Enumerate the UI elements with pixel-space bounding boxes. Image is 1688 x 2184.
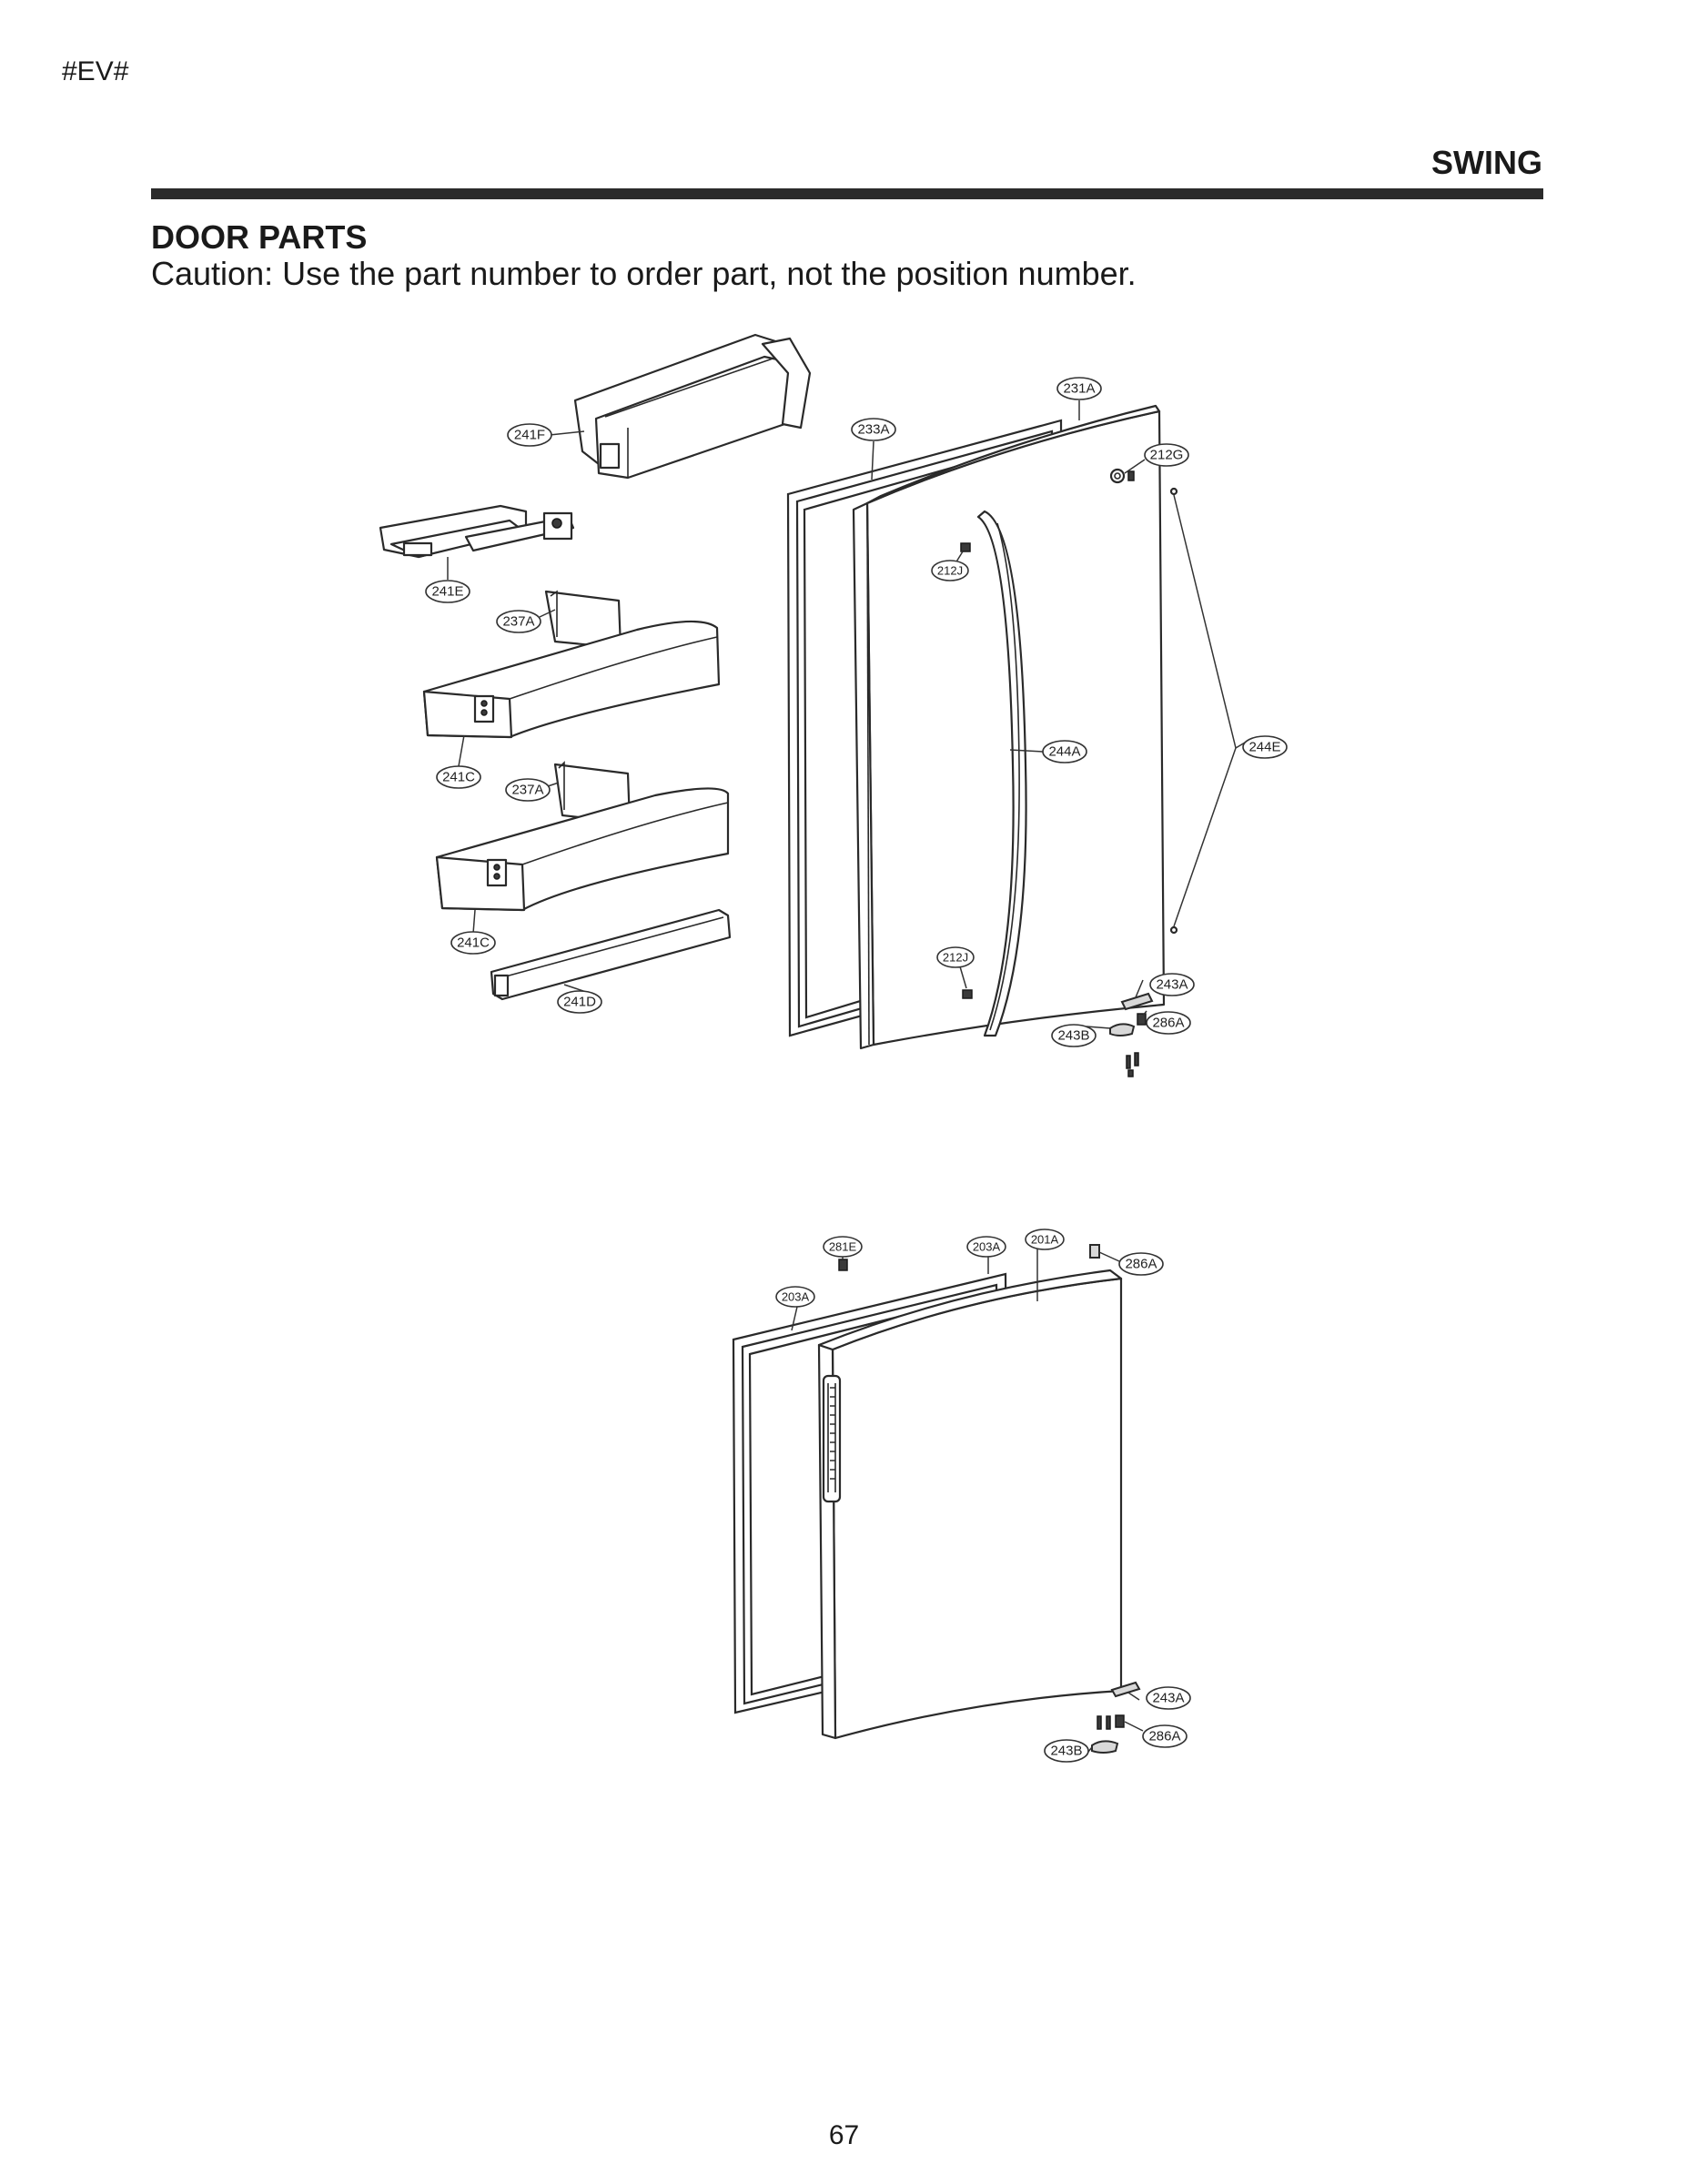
svg-text:212G: 212G	[1150, 448, 1184, 463]
page-number: 67	[828, 2120, 860, 2150]
svg-text:241C: 241C	[442, 770, 475, 785]
svg-text:243A: 243A	[1152, 1691, 1184, 1706]
callout-241F: 241F	[507, 423, 552, 447]
svg-text:243A: 243A	[1156, 977, 1188, 993]
svg-text:237A: 237A	[502, 614, 534, 630]
freezer-door-panel	[817, 1269, 1123, 1740]
callout-212J-bottom: 212J	[936, 946, 975, 968]
door-bin-241F	[573, 333, 812, 480]
door-rail-241D	[490, 908, 732, 1001]
fridge-door-assembly	[379, 333, 1246, 1077]
callout-281E: 281E	[823, 1236, 863, 1258]
svg-text:212J: 212J	[937, 564, 963, 578]
svg-text:212J: 212J	[943, 951, 968, 965]
freezer-leader-lines	[791, 1243, 1144, 1753]
callout-243B-top: 243B	[1051, 1024, 1097, 1047]
callout-233A: 233A	[851, 418, 896, 441]
door-bin-241C-upper	[422, 590, 721, 739]
svg-text:281E: 281E	[829, 1240, 857, 1254]
freezer-small-parts	[838, 1244, 1141, 1754]
callout-201A: 201A	[1025, 1228, 1065, 1250]
section-label: SWING	[1431, 144, 1542, 181]
header-rule	[151, 188, 1543, 199]
callout-244E: 244E	[1242, 735, 1288, 759]
door-wire-244E	[1169, 487, 1237, 935]
svg-text:244A: 244A	[1048, 744, 1080, 760]
svg-text:203A: 203A	[973, 1240, 1001, 1254]
callout-243B-bottom: 243B	[1044, 1739, 1089, 1763]
svg-text:201A: 201A	[1031, 1233, 1059, 1247]
callout-243A-top: 243A	[1149, 973, 1195, 996]
svg-text:233A: 233A	[857, 422, 889, 438]
door-tray-241E	[379, 504, 575, 559]
svg-text:231A: 231A	[1063, 381, 1095, 397]
callout-212G: 212G	[1144, 443, 1189, 467]
svg-text:241F: 241F	[514, 428, 545, 443]
svg-text:244E: 244E	[1248, 740, 1280, 755]
door-bin-241C-lower	[435, 761, 730, 912]
freezer-door-assembly	[732, 1243, 1144, 1754]
callout-203A-top: 203A	[966, 1236, 1006, 1258]
svg-text:241D: 241D	[563, 995, 596, 1010]
callout-212J-top: 212J	[931, 560, 969, 581]
callout-237A-2: 237A	[505, 778, 551, 802]
svg-text:203A: 203A	[782, 1290, 810, 1304]
callout-286A-bottom: 286A	[1142, 1724, 1188, 1748]
svg-text:241E: 241E	[431, 584, 463, 600]
callout-286A-mid: 286A	[1118, 1252, 1164, 1276]
callout-243A-bottom: 243A	[1146, 1686, 1191, 1710]
document-code: #EV#	[62, 56, 129, 86]
callout-286A-top: 286A	[1146, 1011, 1191, 1035]
callout-241D: 241D	[557, 990, 602, 1014]
fridge-hinge-parts	[1109, 992, 1154, 1077]
callout-231A: 231A	[1056, 377, 1102, 400]
page-title: DOOR PARTS	[151, 218, 368, 256]
svg-text:243B: 243B	[1050, 1744, 1082, 1759]
fridge-door-panel	[852, 404, 1166, 1050]
svg-text:286A: 286A	[1152, 1016, 1184, 1031]
svg-text:286A: 286A	[1148, 1729, 1180, 1744]
callout-237A-1: 237A	[496, 610, 541, 633]
svg-text:243B: 243B	[1057, 1028, 1089, 1044]
callout-203A-left: 203A	[775, 1286, 815, 1308]
caution-note: Caution: Use the part number to order pa…	[151, 255, 1137, 292]
callout-244A: 244A	[1042, 740, 1087, 763]
callout-241C-1: 241C	[436, 765, 481, 789]
callout-241E: 241E	[425, 580, 470, 603]
svg-text:286A: 286A	[1125, 1257, 1157, 1272]
callout-241C-2: 241C	[450, 931, 496, 955]
svg-text:237A: 237A	[511, 783, 543, 798]
svg-text:241C: 241C	[457, 935, 490, 951]
